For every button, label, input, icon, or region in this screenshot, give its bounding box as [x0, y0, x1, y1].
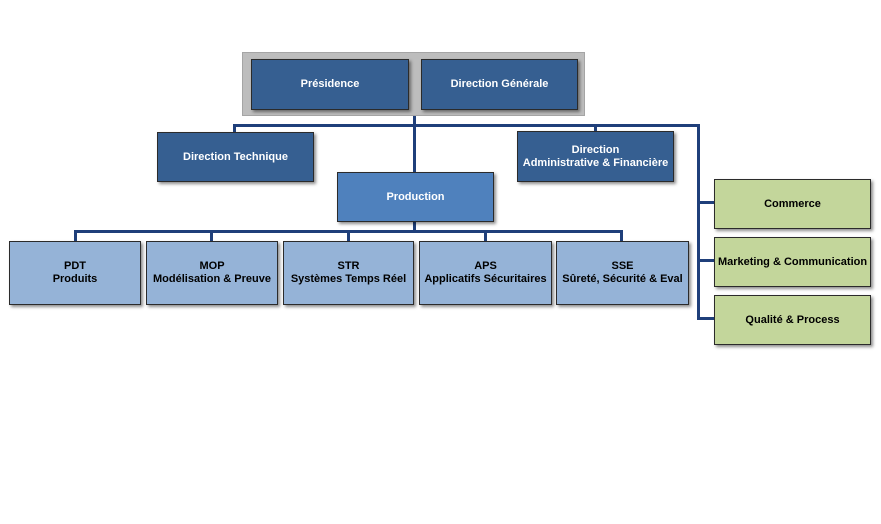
presidence-box[interactable]: Présidence: [251, 59, 409, 110]
connector-direction-admin: [594, 124, 597, 133]
commerce-label: Commerce: [764, 197, 821, 210]
connector-unit-pdt: [74, 230, 77, 243]
connector-unit-sse: [620, 230, 623, 243]
connector-marketing: [697, 259, 714, 262]
direction-technique-box[interactable]: Direction Technique: [157, 132, 314, 182]
unit-code: STR: [337, 260, 360, 272]
connector-unit-aps: [484, 230, 487, 243]
direction-admin-box[interactable]: Direction Administrative & Financière: [517, 131, 674, 182]
unit-box-pdt[interactable]: PDT Produits: [9, 241, 141, 305]
presidence-label: Présidence: [300, 78, 360, 90]
unit-name: Sûreté, Sécurité & Eval: [562, 273, 683, 285]
connector-unit-str: [347, 230, 350, 243]
direction-admin-label-line2: Administrative & Financière: [522, 156, 669, 169]
unit-name: Systèmes Temps Réel: [290, 273, 407, 285]
production-box[interactable]: Production: [337, 172, 494, 222]
direction-technique-label: Direction Technique: [183, 150, 288, 163]
connector-production-down: [413, 221, 416, 232]
unit-code: PDT: [64, 260, 86, 272]
unit-name: Produits: [52, 273, 98, 285]
unit-box-sse[interactable]: SSE Sûreté, Sécurité & Eval: [556, 241, 689, 305]
marketing-label: Marketing & Communication: [717, 255, 868, 268]
unit-name: Applicatifs Sécuritaires: [424, 273, 547, 285]
connector-trunk: [413, 115, 416, 173]
direction-generale-box[interactable]: Direction Générale: [421, 59, 578, 110]
direction-generale-label: Direction Générale: [450, 78, 549, 90]
connector-unit-mop: [210, 230, 213, 243]
unit-box-str[interactable]: STR Systèmes Temps Réel: [283, 241, 414, 305]
connector-top-horizontal: [233, 124, 700, 127]
unit-name: Modélisation & Preuve: [153, 273, 271, 285]
connector-side-vertical: [697, 124, 700, 320]
unit-box-aps[interactable]: APS Applicatifs Sécuritaires: [419, 241, 552, 305]
qualite-box[interactable]: Qualité & Process: [714, 295, 871, 345]
unit-box-mop[interactable]: MOP Modélisation & Preuve: [146, 241, 278, 305]
connector-qualite: [697, 317, 714, 320]
connector-commerce: [697, 201, 714, 204]
unit-code: MOP: [199, 260, 225, 272]
unit-code: APS: [474, 260, 497, 272]
unit-code: SSE: [611, 260, 634, 272]
qualite-label: Qualité & Process: [745, 313, 840, 326]
marketing-box[interactable]: Marketing & Communication: [714, 237, 871, 287]
commerce-box[interactable]: Commerce: [714, 179, 871, 229]
production-label: Production: [386, 190, 445, 203]
direction-admin-label-line1: Direction: [571, 143, 620, 156]
connector-direction-technique: [233, 124, 236, 134]
